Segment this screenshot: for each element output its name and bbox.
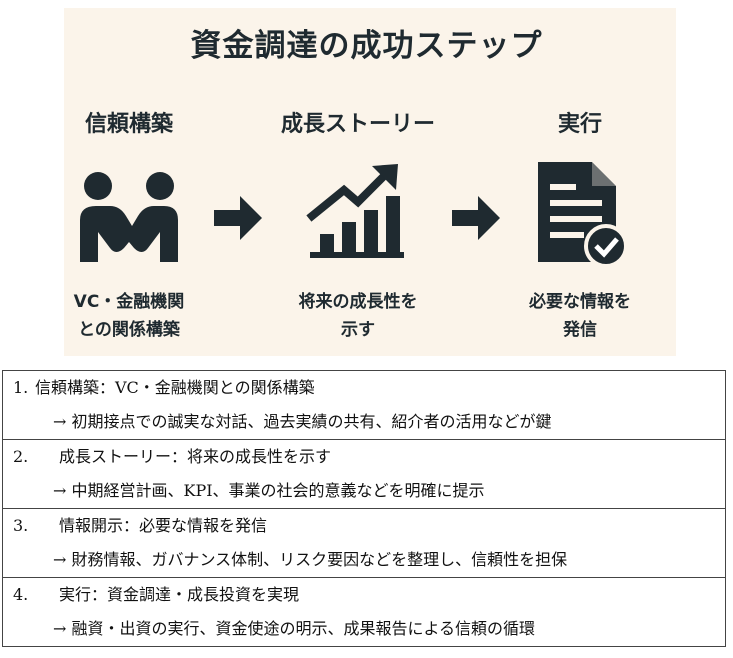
step-label-trust: 信頼構築 — [84, 112, 173, 137]
table-cell: 4. 実行：資金調達・成長投資を実現 → 融資・出資の実行、資金使途の明示、成果… — [2, 577, 726, 647]
table-cell: 1. 信頼構築：VC・金融機関との関係構築 → 初期接点での誠実な対話、過去実績… — [2, 370, 726, 440]
document-check-icon — [538, 162, 628, 268]
table-row: 3. 情報開示：必要な情報を発信 → 財務情報、ガバナンス体制、リスク要因などを… — [2, 508, 726, 578]
desc-line: 発信 — [563, 320, 597, 340]
step-desc-execution: 必要な情報を 発信 — [470, 288, 690, 344]
row-detail: → 中期経営計画、KPI、事業の社会的意義などを明確に提示 — [53, 481, 485, 500]
desc-line: との関係構築 — [78, 320, 180, 340]
table-row: 4. 実行：資金調達・成長投資を実現 → 融資・出資の実行、資金使途の明示、成果… — [2, 577, 726, 647]
steps-table: 1. 信頼構築：VC・金融機関との関係構築 → 初期接点での誠実な対話、過去実績… — [2, 370, 726, 647]
step-label-execution: 実行 — [557, 112, 602, 137]
table-row: 2. 成長ストーリー：将来の成長性を示す → 中期経営計画、KPI、事業の社会的… — [2, 439, 726, 509]
row-number: 3. — [13, 516, 29, 535]
infographic-title: 資金調達の成功ステップ — [190, 28, 543, 64]
row-detail: → 初期接点での誠実な対話、過去実績の共有、紹介者の活用などが鍵 — [53, 412, 552, 431]
row-number: 4. — [13, 585, 29, 604]
row-heading: 成長ストーリー：将来の成長性を示す — [59, 447, 332, 466]
row-number: 1. — [13, 378, 29, 397]
table-cell: 3. 情報開示：必要な情報を発信 → 財務情報、ガバナンス体制、リスク要因などを… — [2, 508, 726, 578]
desc-line: VC・金融機関 — [73, 292, 185, 312]
step-desc-trust: VC・金融機関 との関係構築 — [19, 288, 239, 344]
table-row: 1. 信頼構築：VC・金融機関との関係構築 → 初期接点での誠実な対話、過去実績… — [2, 370, 726, 440]
row-heading: 信頼構築：VC・金融機関との関係構築 — [35, 378, 315, 397]
table-cell: 2. 成長ストーリー：将来の成長性を示す → 中期経営計画、KPI、事業の社会的… — [2, 439, 726, 509]
arrow-right-icon — [214, 196, 262, 240]
row-detail: → 融資・出資の実行、資金使途の明示、成果報告による信頼の循環 — [53, 619, 536, 638]
row-detail: → 財務情報、ガバナンス体制、リスク要因などを整理し、信頼性を担保 — [53, 550, 568, 569]
step-desc-growth: 将来の成長性を 示す — [248, 288, 468, 344]
arrow-right-icon — [452, 196, 500, 240]
row-heading: 情報開示：必要な情報を発信 — [59, 516, 268, 535]
handshake-people-icon — [80, 172, 178, 262]
desc-line: 将来の成長性を — [298, 292, 418, 312]
step-label-growth: 成長ストーリー — [280, 112, 435, 137]
desc-line: 示す — [341, 320, 375, 340]
row-number: 2. — [13, 447, 29, 466]
growth-chart-icon — [306, 164, 404, 258]
row-heading: 実行：資金調達・成長投資を実現 — [59, 585, 300, 604]
desc-line: 必要な情報を — [529, 292, 631, 312]
